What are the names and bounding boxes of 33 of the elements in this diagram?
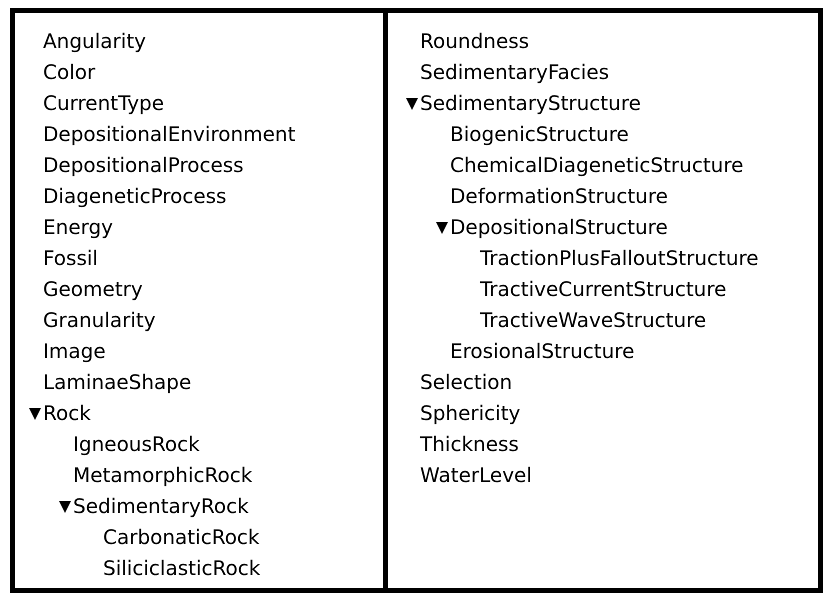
tree-item: Energy [43,215,114,239]
tree-item: Fossil [43,246,98,270]
tree-item: Sphericity [420,401,520,425]
tree-item: BiogenicStructure [450,122,629,146]
tree-item: Selection [420,370,512,394]
tree-item: LaminaeShape [43,370,192,394]
tree-item: SiliciclasticRock [103,556,260,580]
tree-item: CurrentType [43,91,164,115]
tree-item: SedimentaryFacies [420,60,610,84]
tree-item: ErosionalStructure [450,339,634,363]
tree-item: MetamorphicRock [73,463,252,487]
tree-item: DepositionalStructure [450,215,668,239]
tree-item: DiageneticProcess [43,184,226,208]
tree-item: TractionPlusFalloutStructure [480,246,759,270]
tree-item: SedimentaryStructure [420,91,641,115]
tree-item: SedimentaryRock [73,494,249,518]
tree-item: Granularity [43,308,156,332]
tree-item: Geometry [43,277,143,301]
tree-item: TractiveCurrentStructure [480,277,726,301]
tree-item: DeformationStructure [450,184,668,208]
tree-item: Angularity [43,29,146,53]
tree-item: Roundness [420,29,530,53]
tree-item: Image [43,339,106,363]
tree-item: IgneousRock [73,432,200,456]
tree-item: Rock [43,401,91,425]
tree-item: Color [43,60,96,84]
tree-item: DepositionalProcess [43,153,244,177]
tree-item: ChemicalDiageneticStructure [450,153,744,177]
tree-item: DepositionalEnvironment [43,122,296,146]
tree-item: CarbonaticRock [103,525,260,549]
tree-item: TractiveWaveStructure [480,308,706,332]
tree-item: WaterLevel [420,463,532,487]
tree-item: Thickness [420,432,519,456]
